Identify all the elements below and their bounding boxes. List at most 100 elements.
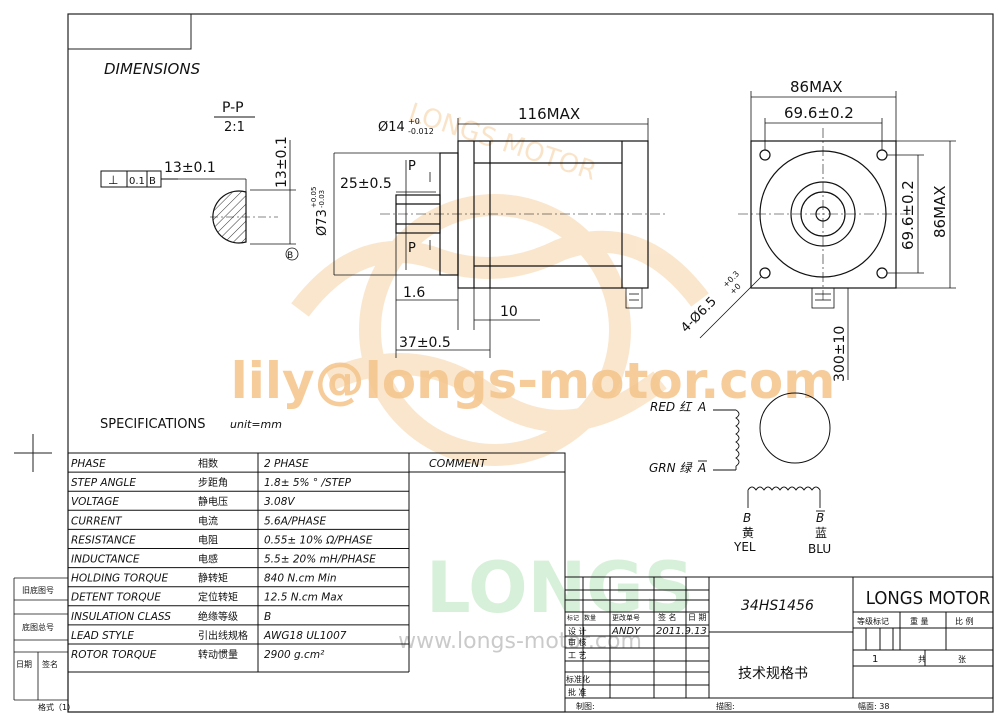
- spec-value: 12.5 N.cm Max: [264, 592, 344, 604]
- tb-sheet-size: 幅面: 38: [858, 701, 889, 711]
- tb-count: 数量: [584, 614, 596, 622]
- side-dimension-lines: [333, 118, 649, 358]
- wire-phase-a-bar: A: [697, 461, 706, 475]
- page-title: DIMENSIONS: [104, 60, 201, 78]
- spec-name-cn: 电阻: [198, 533, 218, 546]
- spec-value: 5.5± 20% mH/PHASE: [264, 554, 376, 566]
- pilot-dia-dim: Ø73: [315, 209, 330, 236]
- section-label: P-P: [222, 100, 244, 116]
- tol-symbol: ⊥: [108, 173, 118, 187]
- lead-length-dim: 300±10: [832, 326, 848, 382]
- spec-name-cn: 定位转矩: [198, 591, 238, 604]
- front-dimension-lines: [699, 91, 956, 380]
- spec-name: ROTOR TORQUE: [71, 649, 157, 661]
- tb-model: 34HS1456: [741, 598, 814, 614]
- tol-value: 0.1: [129, 176, 145, 187]
- watermark-url: www.longs-motor.com: [398, 629, 642, 654]
- wire-phase-b: B: [743, 511, 751, 525]
- tb-craft: 工 艺: [568, 651, 587, 660]
- tb-sheet: 张: [958, 655, 966, 664]
- spec-name: HOLDING TORQUE: [71, 573, 168, 585]
- shaft-tol-upper: +0: [408, 117, 420, 126]
- hole-spacing-v-dim: 69.6±0.2: [899, 180, 917, 250]
- wiring-diagram: RED 红 A GRN 绿 A B 黄 YEL B 蓝 BLU: [649, 392, 831, 556]
- shaft-len-dim: 37±0.5: [399, 335, 451, 351]
- margin-format: 格式（1）: [38, 702, 75, 712]
- shaft-dia-dim: Ø14: [378, 120, 405, 135]
- pilot-tol-lower: -0.03: [318, 190, 326, 208]
- overall-height-dim: 86MAX: [931, 185, 949, 238]
- tb-drawn: 制图:: [576, 701, 595, 711]
- comment-header: COMMENT: [429, 457, 487, 470]
- section-mark-bottom: P: [408, 241, 416, 256]
- wire-blue-en: BLU: [808, 542, 831, 556]
- spec-name: LEAD STYLE: [71, 630, 134, 642]
- length-dim: 116MAX: [518, 105, 580, 123]
- spec-name: DETENT TORQUE: [71, 592, 161, 604]
- spec-name-cn: 相数: [198, 457, 218, 470]
- coil-lines: [713, 392, 831, 508]
- margin-old-drawing: 旧底图号: [22, 585, 54, 595]
- spec-name: STEP ANGLE: [71, 477, 136, 489]
- wire-phase-b-bar: B: [816, 511, 824, 525]
- spec-name: VOLTAGE: [71, 496, 119, 508]
- tb-check: 审 核: [568, 637, 587, 647]
- shaft-tol-lower: -0.012: [408, 127, 434, 136]
- tb-doc-title: 技术规格书: [738, 666, 808, 682]
- motor-body-side: [380, 140, 668, 309]
- title-block-grid: [564, 576, 994, 699]
- tb-design: 设 计: [568, 626, 587, 636]
- tol-datum: B: [149, 176, 156, 187]
- wire-grn-label: GRN 绿: [649, 461, 693, 475]
- spec-name-cn: 转动惯量: [198, 648, 238, 661]
- tb-weight: 重 量: [910, 616, 929, 626]
- section-height-dim: 13±0.1: [274, 136, 290, 188]
- front-view: 86MAX 69.6±0.2 69.6±0.2 86MAX 4-Ø6.5 +0.…: [678, 78, 956, 382]
- margin-date: 日期: [16, 660, 32, 669]
- spec-value: B: [264, 611, 271, 623]
- spec-value: 1.8± 5% ° /STEP: [264, 477, 352, 489]
- spec-name-cn: 静电压: [198, 495, 228, 508]
- section-width-dim: 13±0.1: [164, 160, 216, 176]
- spec-value: 5.6A/PHASE: [264, 515, 326, 527]
- spec-value: 2900 g.cm²: [264, 649, 325, 661]
- watermark-logo: [291, 194, 709, 466]
- specs-heading: SPECIFICATIONS: [100, 417, 205, 432]
- spec-name: INSULATION CLASS: [71, 611, 171, 623]
- margin-signature: 签名: [42, 659, 58, 669]
- watermark: LONGS MOTOR lily@longs-motor.com LONGS w…: [231, 98, 836, 654]
- tb-change: 更改单号: [612, 613, 640, 622]
- wire-phase-a: A: [697, 400, 706, 414]
- margin-base-drawing: 底图总号: [22, 622, 54, 632]
- pilot-tol-upper: +0.05: [310, 187, 318, 208]
- spec-name-cn: 引出线规格: [198, 629, 248, 642]
- tb-mark: 标记: [567, 614, 579, 622]
- watermark-brand: LONGS: [426, 547, 694, 629]
- wire-red-label: RED 红: [650, 400, 693, 414]
- spec-name: RESISTANCE: [71, 534, 136, 546]
- spec-value: 2 PHASE: [264, 458, 309, 470]
- tolerance-frame: [100, 170, 178, 188]
- shaft-section: [178, 140, 296, 245]
- left-margin-table: [13, 577, 68, 701]
- specs-unit: unit=mm: [230, 418, 282, 431]
- spec-value: 0.55± 10% Ω/PHASE: [264, 534, 373, 546]
- tb-sheet-no: 1: [872, 654, 878, 665]
- tb-total: 共: [918, 655, 926, 664]
- spec-name: CURRENT: [71, 515, 123, 527]
- datum-label: B: [287, 251, 293, 261]
- keyway-dim: 25±0.5: [340, 176, 392, 192]
- section-scale: 2:1: [224, 120, 245, 135]
- hole-spacing-h-dim: 69.6±0.2: [784, 104, 854, 122]
- tb-approve: 批 准: [568, 687, 587, 697]
- tb-date: 2011.9.13: [656, 626, 707, 637]
- flange-dim: 10: [500, 304, 518, 320]
- spec-name-cn: 电感: [198, 553, 218, 566]
- wire-yellow-cn: 黄: [742, 526, 754, 540]
- watermark-email: lily@longs-motor.com: [231, 352, 836, 410]
- wire-blue-cn: 蓝: [815, 526, 827, 540]
- motor-face: [738, 128, 910, 309]
- spec-value: 3.08V: [264, 496, 295, 508]
- pilot-len-dim: 1.6: [403, 285, 425, 301]
